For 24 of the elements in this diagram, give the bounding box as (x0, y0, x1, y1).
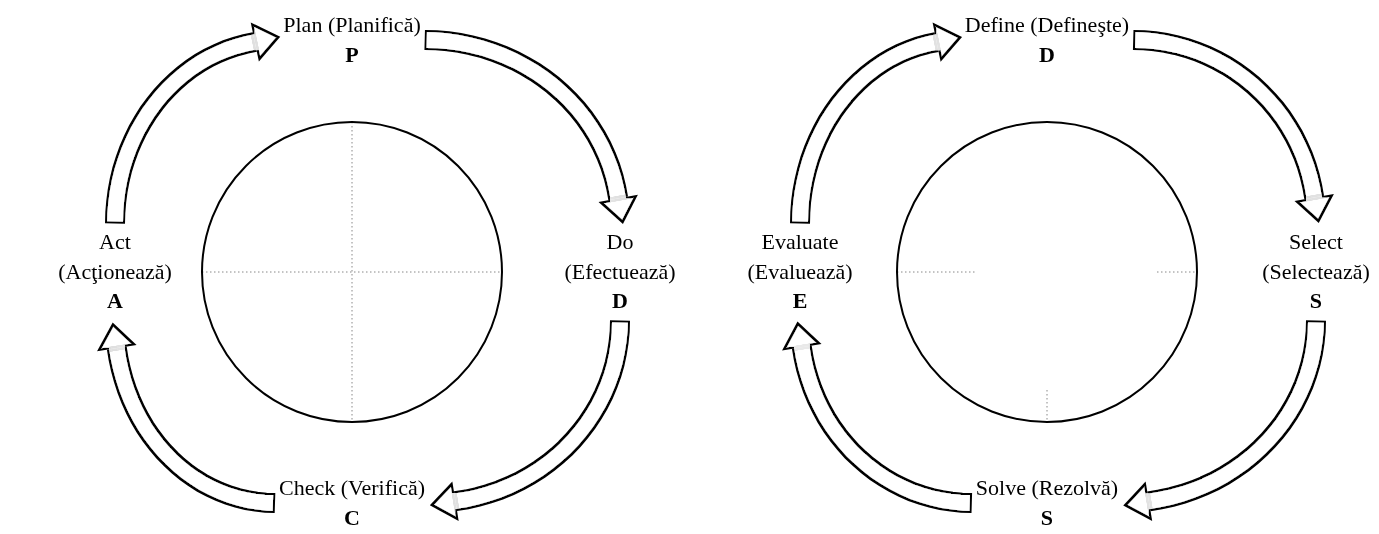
step-label: Select (Selectează) (1262, 228, 1370, 287)
step-letter: D (1039, 41, 1055, 69)
step-letter: A (107, 287, 123, 316)
curved-arrow (424, 30, 638, 224)
step-label: Check (Verifică) (279, 474, 425, 503)
curved-arrow (782, 321, 973, 513)
step-letter: S (1040, 504, 1054, 532)
step-label: Solve (Rezolvă) (975, 474, 1119, 503)
step-label: Evaluate (Evaluează) (747, 228, 853, 287)
step-label: Define (Defineşte) (964, 11, 1130, 40)
step-letter: E (792, 287, 808, 316)
step-label: Plan (Planifică) (283, 11, 421, 40)
curved-arrow (429, 320, 630, 521)
step-letter: C (344, 504, 360, 532)
curved-arrow (105, 22, 281, 224)
curved-arrow (97, 322, 276, 513)
curved-arrow (790, 22, 963, 224)
step-letter: S (1309, 287, 1323, 316)
step-label: Act (Acţionează) (58, 228, 172, 287)
curved-arrow (1123, 320, 1326, 522)
step-letter: D (612, 287, 628, 316)
step-label: Do (Efectuează) (564, 228, 676, 287)
curved-arrow (1132, 30, 1334, 224)
step-letter: P (345, 41, 359, 69)
